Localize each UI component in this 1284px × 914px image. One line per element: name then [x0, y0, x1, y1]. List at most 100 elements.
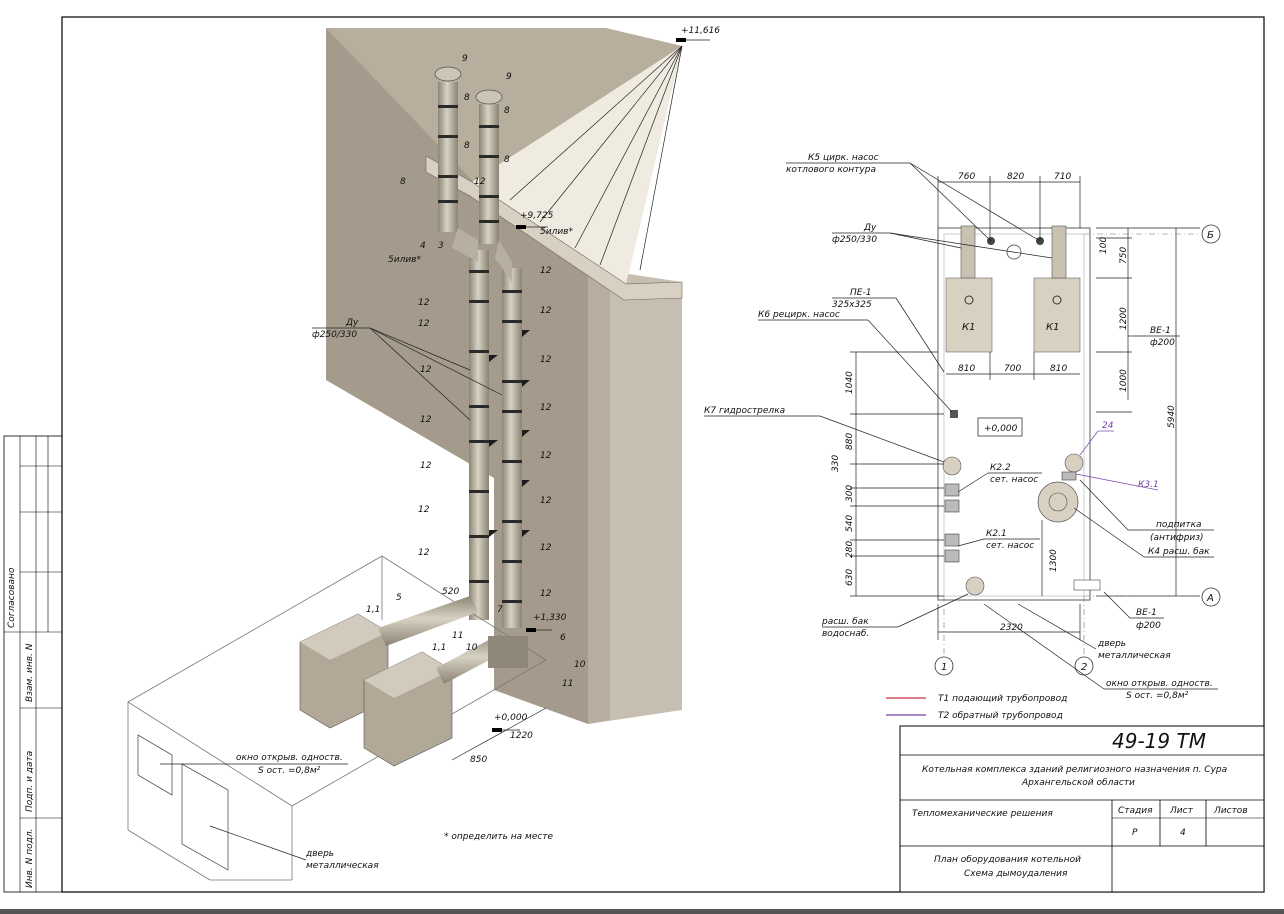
plan-dim-700: 700	[1004, 364, 1021, 374]
iso-door-label-2: металлическая	[306, 861, 379, 871]
title-region: Архангельской области	[1021, 778, 1135, 788]
dim-520: 520	[442, 587, 459, 597]
plan-k2-1-label: К2.1	[986, 529, 1007, 539]
part-label-3: 3	[438, 241, 444, 251]
part-label-12c: 12	[420, 365, 432, 375]
part-label-12b: 12	[418, 319, 430, 329]
pipe-legend: Т1 подающий трубопровод Т2 обратный труб…	[886, 694, 1067, 721]
dim-1220: 1220	[510, 731, 533, 741]
part-label-12r3: 12	[540, 355, 552, 365]
legend-t1: Т1 подающий трубопровод	[938, 694, 1067, 704]
part-label-10b: 10	[574, 660, 586, 670]
plan-dim-300: 300	[845, 485, 855, 502]
chimney-pipe-left	[438, 82, 458, 232]
part-label-8e: 8	[504, 155, 510, 165]
title-sheets-label: Листов	[1213, 806, 1248, 816]
plan-dim-880: 880	[845, 433, 855, 450]
axis-a: А	[1206, 593, 1214, 604]
part-label-12r1: 12	[540, 266, 552, 276]
iso-door-label-1: дверь	[305, 849, 334, 859]
title-sheet-label: Лист	[1169, 806, 1194, 816]
plan-window-label: окно открыв. одноств.	[1106, 679, 1213, 689]
part-label-12r8: 12	[540, 589, 552, 599]
part-label-8a: 8	[464, 93, 470, 103]
plan-door-sub: металлическая	[1098, 651, 1171, 661]
roof-slope	[472, 46, 682, 284]
title-drawing-2: Схема дымоудаления	[964, 869, 1068, 879]
plan-dim-1300: 1300	[1049, 549, 1059, 572]
plan-dim-2320: 2320	[1000, 623, 1023, 633]
plan-dim-630: 630	[845, 569, 855, 586]
plan-k2-1-sub: сет. насос	[986, 541, 1034, 551]
axis-b: Б	[1207, 230, 1214, 241]
part-label-8d: 8	[504, 106, 510, 116]
stamp-sign-date: Подп. и дата	[25, 751, 35, 812]
plan-water-expansion-tank	[965, 576, 985, 596]
elev-mid: +9,725	[520, 211, 554, 221]
plan-dim-760: 760	[958, 172, 975, 182]
plan-pe1-size: 325х325	[832, 300, 872, 310]
plan-door-label: дверь	[1097, 639, 1126, 649]
title-stage-label: Стадия	[1118, 806, 1153, 816]
elev-top: +11,616	[681, 26, 720, 36]
plan-dim-1040: 1040	[845, 371, 855, 394]
plan-ve1-bottom-label: ВЕ-1	[1136, 608, 1157, 618]
stamp-agreed: Согласовано	[7, 567, 17, 628]
title-block: 49-19 ТМ Котельная комплекса зданий рели…	[899, 725, 1265, 893]
part-label-12e: 12	[420, 461, 432, 471]
plan-mark-24: 24	[1102, 421, 1114, 431]
part-label-8b: 8	[464, 141, 470, 151]
part-label-9b: 9	[506, 72, 512, 82]
axis-1: 1	[941, 662, 947, 673]
legend-t2: Т2 обратный трубопровод	[938, 711, 1063, 721]
title-code: 49-19 ТМ	[1112, 729, 1206, 753]
title-section: Тепломеханические решения	[912, 809, 1053, 819]
plan-k3-1-label: К3.1	[1138, 480, 1159, 490]
chimney-cap-right	[475, 89, 503, 105]
part-label-1-1b: 1,1	[432, 643, 446, 653]
iso-slope-right: 5илив*	[540, 227, 573, 237]
part-label-5: 5	[396, 593, 402, 603]
plan-makeup-label: подпитка	[1156, 520, 1202, 530]
window-rect	[137, 734, 173, 796]
plan-k5-label: К5 цирк. насос	[808, 153, 879, 163]
plan-hydro-separator	[942, 456, 962, 476]
plan-dim-5940: 5940	[1167, 405, 1177, 428]
part-label-12r6: 12	[540, 496, 552, 506]
plan-water-tank-sub: водоснаб.	[822, 629, 869, 639]
part-label-12r7: 12	[540, 543, 552, 553]
chimney-pipe-right	[479, 104, 499, 244]
plan-k5-sub: котлового контура	[786, 165, 876, 175]
boiler-outline-box	[127, 555, 547, 807]
plan-k7-label: К7 гидрострелка	[704, 406, 785, 416]
part-label-11b: 11	[562, 679, 573, 689]
axis-2: 2	[1081, 662, 1087, 673]
iso-window-area: S ост. =0,8м²	[258, 766, 321, 776]
plan-dy-label: Ду	[863, 223, 877, 233]
plan-dy-value: ф250/330	[832, 235, 877, 245]
part-label-12-top: 12	[474, 177, 486, 187]
part-label-4: 4	[420, 241, 426, 251]
chimney-cap-left	[434, 66, 462, 82]
iso-dy-value: ф250/330	[312, 330, 357, 340]
part-label-6: 6	[560, 633, 566, 643]
left-stamp-strip: Согласовано Взам. инв. N Подп. и дата Ин…	[3, 435, 63, 893]
plan-k1-left-label: К1	[962, 322, 975, 333]
door-rect	[181, 763, 229, 871]
plan-k2-2-label: К2.2	[990, 463, 1011, 473]
iso-note: * определить на месте	[444, 832, 554, 842]
part-label-1-1a: 1,1	[366, 605, 380, 615]
elev-zero-iso: +0,000	[494, 713, 528, 723]
building-wall	[326, 28, 588, 724]
plan-water-tank-label: расш. бак	[821, 617, 869, 627]
part-label-12r2: 12	[540, 306, 552, 316]
plan-k4-expansion-tank	[1037, 481, 1079, 523]
part-label-11a: 11	[452, 631, 463, 641]
plan-dim-540: 540	[845, 515, 855, 532]
elev-low: +1,330	[533, 613, 567, 623]
iso-dy-label: Ду	[345, 318, 359, 328]
plan-dim-1200: 1200	[1119, 307, 1129, 330]
chimney-riser-left	[469, 250, 489, 620]
plan-zero-elev: +0,000	[984, 424, 1018, 434]
part-label-12a: 12	[418, 298, 430, 308]
